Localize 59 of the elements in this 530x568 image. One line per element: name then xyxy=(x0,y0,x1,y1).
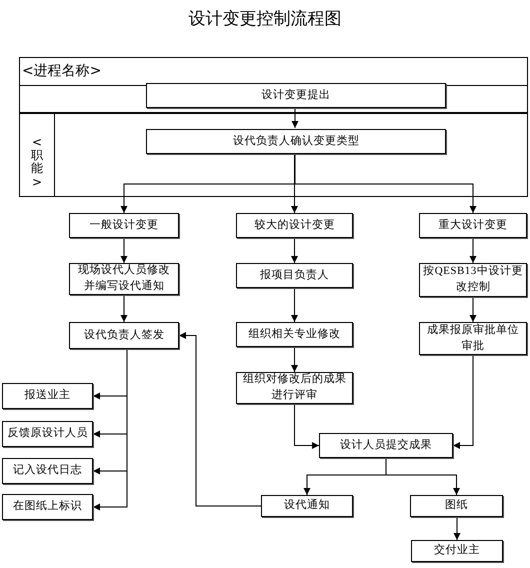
arrow xyxy=(291,238,298,264)
process-box xyxy=(146,83,446,108)
arrow xyxy=(470,238,476,264)
arrow xyxy=(470,296,476,322)
process-box xyxy=(236,213,353,238)
box-label: 报项目负责人 xyxy=(259,268,330,283)
process-box xyxy=(2,458,93,484)
arrow xyxy=(294,404,320,449)
box-label: 现场设代人员修改并编写设代通知 xyxy=(77,263,171,294)
process-box xyxy=(146,129,446,154)
box-label: 设计人员提交成果 xyxy=(339,438,433,453)
arrow xyxy=(454,516,460,540)
swimlane xyxy=(19,113,528,197)
process-box xyxy=(319,433,453,458)
box-label: 组织对修改后的成果进行评审 xyxy=(242,372,348,403)
box-label: 组织相关专业修改 xyxy=(248,326,342,342)
box-label: 按QESB13中设计更改控制 xyxy=(422,264,524,295)
process-box xyxy=(411,540,503,562)
box-label: 交付业主 xyxy=(433,543,481,558)
process-box xyxy=(236,263,353,288)
lane-title: <进程名称> xyxy=(22,62,102,80)
diagram-title: 设计变更控制流程图 xyxy=(188,8,342,30)
process-box xyxy=(69,213,179,238)
process-box xyxy=(419,213,527,238)
box-label: 设计变更提出 xyxy=(260,88,332,103)
box-label: 成果报原审批单位审批 xyxy=(426,322,520,354)
process-box xyxy=(69,263,179,295)
box-label: 设代负责人确认变更类型 xyxy=(232,134,360,149)
arrow xyxy=(120,294,128,322)
process-box xyxy=(419,322,527,355)
box-label: 设代通知 xyxy=(283,498,331,514)
arrow xyxy=(92,348,128,510)
arrow xyxy=(291,288,298,322)
process-box xyxy=(236,322,353,347)
arrow xyxy=(291,152,298,214)
arrow xyxy=(292,106,298,128)
box-label: 设代负责人签发 xyxy=(82,328,166,343)
box-label: 较大的设计变更 xyxy=(253,218,336,233)
box-label: 重大设计变更 xyxy=(438,218,508,233)
lane-title: <职能> xyxy=(31,136,43,189)
arrow xyxy=(294,152,476,214)
box-label: 一般设计变更 xyxy=(88,218,160,233)
box-label: 反馈原设计人员 xyxy=(6,426,89,442)
process-box xyxy=(2,494,93,520)
box-label: 记入设代日志 xyxy=(12,463,83,478)
box-label: 在图纸上标识 xyxy=(12,499,83,514)
arrow xyxy=(291,346,298,372)
box-label: 图纸 xyxy=(444,498,469,514)
arrow xyxy=(386,458,460,496)
process-box xyxy=(2,421,93,447)
arrow xyxy=(452,354,474,449)
process-box xyxy=(410,495,503,517)
process-box xyxy=(2,383,93,409)
swimlane xyxy=(19,57,528,113)
arrow xyxy=(120,238,128,264)
process-box xyxy=(69,322,179,349)
box-label: 报送业主 xyxy=(24,388,72,404)
process-box xyxy=(261,495,353,517)
arrow xyxy=(178,332,262,506)
